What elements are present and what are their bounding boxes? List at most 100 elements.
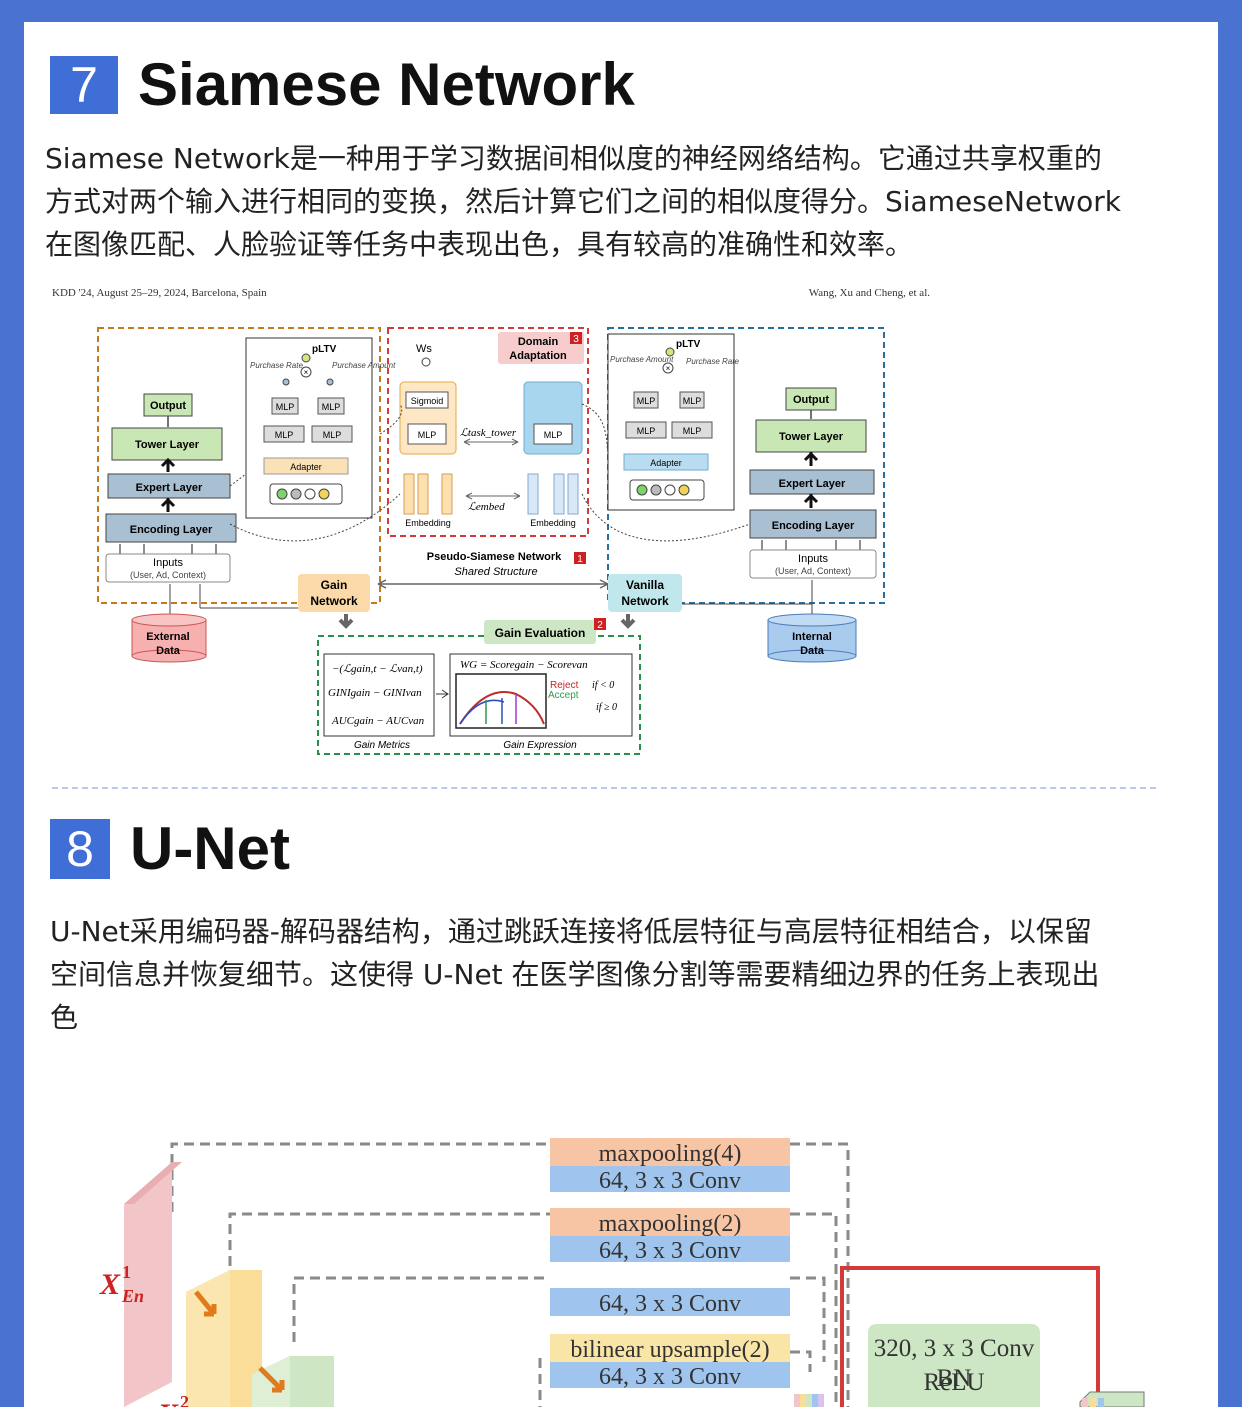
domain-title-2: Adaptation: [509, 350, 567, 362]
bilinear-label: bilinear upsample(2): [570, 1337, 769, 1363]
conv-block-1: [550, 1166, 790, 1192]
external-data-line1: External: [146, 631, 189, 643]
gain-eval-badge-number: 2: [597, 620, 603, 631]
gain-network-line1: Gain: [321, 578, 348, 592]
right-inputs-label: Inputs: [798, 553, 828, 565]
left-mlp-label: MLP: [323, 430, 342, 440]
encoder-block-3: [252, 1356, 334, 1407]
pltv-architecture-figure: KDD '24, August 25–29, 2024, Barcelona, …: [46, 274, 936, 772]
section-8-header: 8 U-Net: [50, 819, 290, 879]
right-tower-layer-label: Tower Layer: [779, 431, 844, 443]
x1-en-subscript: En: [121, 1286, 144, 1306]
x1-en-symbol: X: [99, 1268, 121, 1301]
paragraph-line: Siamese Network是一种用于学习数据间相似度的神经网络结构。它通过共…: [45, 142, 1102, 175]
section-7-paragraph: Siamese Network是一种用于学习数据间相似度的神经网络结构。它通过共…: [45, 137, 1215, 266]
content-card: 7 Siamese Network Siamese Network是一种用于学习…: [24, 22, 1218, 1407]
unet-figure: X 1 En X 2 maxpooling(4) 64, 3 x 3 Conv …: [99, 1138, 1145, 1407]
pseudo-siamese-subtitle: Shared Structure: [454, 566, 537, 578]
right-inputs-sub: (User, Ad, Context): [775, 566, 851, 576]
domain-adaptation-region: [387, 327, 589, 537]
right-output-label: Output: [793, 394, 829, 406]
gain-metric-auc: AUCgain − AUCvan: [331, 715, 425, 727]
left-tower-layer-block: [111, 427, 223, 461]
left-encoding-layer-block: [105, 513, 237, 543]
left-inputs-sub: (User, Ad, Context): [130, 570, 206, 580]
decoder-output-block: [1079, 1391, 1145, 1407]
ws-label: Ws: [416, 343, 432, 355]
paragraph-line: 在图像匹配、人脸验证等任务中表现出色，具有较高的准确性和效率。: [45, 228, 914, 261]
gain-eval-badge: [594, 618, 606, 630]
section-divider: [52, 787, 1156, 789]
maxpool2-block: [550, 1208, 790, 1236]
vanilla-network-line1: Vanilla: [626, 578, 664, 592]
left-expert-layer-label: Expert Layer: [136, 482, 203, 494]
vanilla-network-line2: Network: [621, 594, 669, 608]
conv-block-4: [550, 1362, 790, 1388]
internal-data-line2: Data: [800, 645, 825, 657]
loss-task-tower: ℒtask_tower: [460, 427, 517, 439]
encoder-block-2: [186, 1270, 262, 1407]
sigmoid-label: Sigmoid: [411, 396, 444, 406]
x2-symbol: X: [157, 1398, 179, 1407]
maxpool2-label: maxpooling(2): [599, 1211, 742, 1237]
pseudo-badge: [574, 552, 586, 564]
left-adapter-block: [263, 457, 349, 475]
gain-eval-title-block: [484, 620, 596, 644]
decoder-bn-label: BN: [937, 1365, 972, 1392]
loss-embed: ℒembed: [468, 501, 505, 513]
x1-en-superscript: 1: [122, 1262, 131, 1282]
decoder-conv-label: 320, 3 x 3 Conv: [874, 1335, 1035, 1362]
domain-badge: [570, 332, 582, 344]
right-mlp-label: MLP: [637, 396, 656, 406]
gain-network-block: [298, 574, 370, 612]
section-7-header: 7 Siamese Network: [50, 51, 635, 118]
internal-data-line1: Internal: [792, 631, 832, 643]
decoder-conv-block: [868, 1324, 1040, 1407]
pseudo-siamese-title: Pseudo-Siamese Network: [427, 551, 562, 563]
left-embedding-bars: [403, 473, 453, 515]
left-multiply-node: [300, 366, 312, 378]
gain-network-line2: Network: [310, 594, 358, 608]
right-pltv-label: pLTV: [676, 339, 701, 350]
gain-weight-formula: WG = Scoregain − Scorevan: [460, 659, 588, 671]
internal-data-cylinder: [767, 613, 857, 663]
left-mlp-label: MLP: [275, 430, 294, 440]
external-data-line2: Data: [156, 645, 181, 657]
right-adapter-label: Adapter: [650, 458, 682, 468]
left-mlp-bottom-a: [263, 425, 305, 443]
gain-metric-loss: −(ℒgain,t − ℒvan,t): [332, 663, 423, 675]
left-mlp-label: MLP: [322, 402, 341, 412]
reject-label: Reject: [550, 680, 579, 691]
right-amount-label: Purchase Amount: [610, 355, 674, 364]
left-pltv-label: pLTV: [312, 344, 337, 355]
left-encoding-layer-label: Encoding Layer: [130, 524, 213, 536]
domain-title-1: Domain: [518, 336, 559, 348]
left-mlp-top-a: [271, 397, 299, 415]
paragraph-line: 方式对两个输入进行相同的变换，然后计算它们之间的相似度得分。SiameseNet…: [45, 185, 1121, 218]
accept-condition: if ≥ 0: [596, 702, 617, 713]
encoder-block-1: [124, 1162, 182, 1407]
left-output-label: Output: [150, 400, 186, 412]
left-mlp-label: MLP: [276, 402, 295, 412]
left-mlp-top-b: [317, 397, 345, 415]
downsample-arrow-icon: [258, 1366, 285, 1393]
figure-header-left: KDD '24, August 25–29, 2024, Barcelona, …: [52, 287, 267, 299]
right-embedding-label: Embedding: [530, 518, 576, 528]
gain-metric-gini: GINIgain − GINIvan: [328, 687, 422, 699]
section-title: Siamese Network: [138, 51, 635, 118]
section-number-badge: 7: [50, 56, 118, 114]
accept-label: Accept: [548, 690, 579, 701]
domain-mlp-left: [407, 423, 447, 445]
section-title: U-Net: [130, 815, 290, 882]
conv-block-3: [550, 1288, 790, 1316]
conv-block-2: [550, 1236, 790, 1262]
right-mlp-label: MLP: [683, 426, 702, 436]
left-pltv-node: [301, 353, 311, 363]
domain-mlp-right: [533, 423, 573, 445]
right-adapter-block: [623, 453, 709, 471]
shared-structure-arrow: [377, 579, 609, 589]
section-8-paragraph: U-Net采用编码器-解码器结构，通过跳跃连接将低层特征与高层特征相结合，以保留…: [50, 910, 1210, 1039]
maxpool4-label: maxpooling(4): [599, 1141, 742, 1167]
domain-mlp-left-label: MLP: [418, 430, 437, 440]
left-adapter-label: Adapter: [290, 462, 322, 472]
